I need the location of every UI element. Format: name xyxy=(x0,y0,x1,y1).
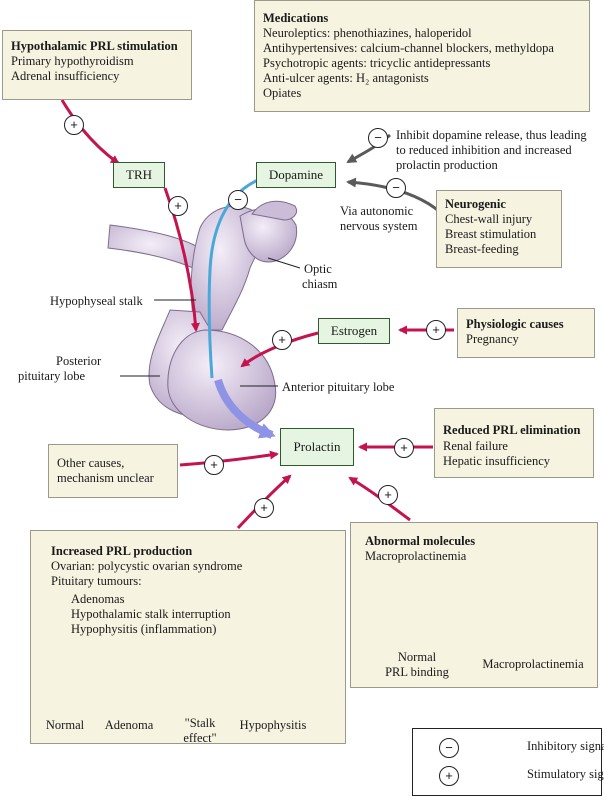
posterior-lobe-label-2: pituitary lobe xyxy=(18,369,85,383)
dopamine-box: Dopamine xyxy=(256,162,336,188)
legend-minus-sign: − xyxy=(439,738,459,758)
medications-box: Medications Neuroleptics: phenothiazines… xyxy=(254,0,590,112)
medications-line-2: Antihypertensives: calcium-channel block… xyxy=(263,41,554,55)
inhibit-note-line-1: Inhibit dopamine release, thus leading xyxy=(396,128,587,142)
caption-adenoma: Adenoma xyxy=(104,718,154,732)
abnormal-line-1: Macroprolactinemia xyxy=(365,549,467,563)
physiologic-title: Physiologic causes xyxy=(466,317,564,331)
reduced-elim-line-2: Hepatic insufficiency xyxy=(443,454,551,468)
optic-chiasm-label-2: chiasm xyxy=(302,277,338,291)
caption-normal: Normal xyxy=(45,718,85,732)
pituitary-anatomy xyxy=(107,200,298,431)
neurogenic-box: Neurogenic Chest-wall injury Breast stim… xyxy=(436,190,562,268)
neurogenic-line-2: Breast stimulation xyxy=(445,227,537,241)
neurogenic-line-1: Chest-wall injury xyxy=(445,212,533,226)
normal-binding-caption-2: PRL binding xyxy=(385,665,449,679)
plus-sign-estrogen: + xyxy=(272,330,292,350)
other-causes-line-1: Other causes, xyxy=(57,456,125,470)
reduced-elim-line-1: Renal failure xyxy=(443,439,508,453)
plus-sign-other-causes: + xyxy=(204,455,224,475)
legend: − Inhibitory signal + Stimulatory signal xyxy=(412,728,604,796)
plus-sign-hypothalamic: + xyxy=(64,115,84,135)
normal-binding-caption-1: Normal xyxy=(397,650,437,664)
increased-prod-line-2: Pituitary tumours: xyxy=(51,574,142,588)
minus-sign-dopamine: − xyxy=(228,190,248,210)
hypothalamic-title: Hypothalamic PRL stimulation xyxy=(11,39,178,53)
macroprolactinemia-caption: Macroprolactinemia xyxy=(482,657,584,671)
medications-line-5: Opiates xyxy=(263,86,302,100)
abnormal-title: Abnormal molecules xyxy=(365,534,476,548)
increased-prod-box: Increased PRL production Ovarian: polycy… xyxy=(30,530,346,745)
increased-prod-sub-2: Hypothalamic stalk interruption xyxy=(71,607,231,621)
physiologic-line-1: Pregnancy xyxy=(466,332,519,346)
optic-chiasm-label-1: Optic xyxy=(304,262,332,276)
autonomic-line-1: Via autonomic xyxy=(340,204,414,218)
abnormal-molecules-box: Abnormal molecules Macroprolactinemia No… xyxy=(350,522,598,688)
minus-sign-medications: − xyxy=(368,128,388,148)
medications-line-4: Anti-ulcer agents: H₂ antagonists xyxy=(263,71,429,85)
plus-sign-abnormal: + xyxy=(378,485,398,505)
increased-prod-line-1: Ovarian: polycystic ovarian syndrome xyxy=(51,559,243,573)
legend-inhibitory: Inhibitory signal xyxy=(527,739,604,753)
estrogen-box: Estrogen xyxy=(318,318,390,344)
posterior-lobe-label-1: Posterior xyxy=(56,354,102,368)
increased-prod-sub-1: Adenomas xyxy=(71,592,125,606)
minus-sign-neurogenic: − xyxy=(386,178,406,198)
hypophyseal-stalk-label: Hypophyseal stalk xyxy=(50,294,143,308)
caption-stalk-effect: "Stalk effect" xyxy=(183,716,217,745)
medications-title: Medications xyxy=(263,11,329,25)
medications-line-1: Neuroleptics: phenothiazines, haloperido… xyxy=(263,26,472,40)
legend-stimulatory: Stimulatory signal xyxy=(527,767,604,781)
medications-line-3: Psychotropic agents: tricyclic antidepre… xyxy=(263,56,491,70)
hypothalamic-box: Hypothalamic PRL stimulation Primary hyp… xyxy=(2,30,192,100)
inhibit-note-line-3: prolactin production xyxy=(396,158,498,172)
plus-sign-physiologic: + xyxy=(426,320,446,340)
plus-sign-increased-prod: + xyxy=(254,498,274,518)
hypothalamic-line-2: Adrenal insufficiency xyxy=(11,69,120,83)
legend-plus-sign: + xyxy=(439,766,459,786)
plus-sign-reduced-elim: + xyxy=(394,438,414,458)
other-causes-line-2: mechanism unclear xyxy=(57,471,154,485)
other-causes-box: Other causes, mechanism unclear xyxy=(48,444,178,498)
autonomic-line-2: nervous system xyxy=(340,219,418,233)
physiologic-box: Physiologic causes Pregnancy xyxy=(457,308,595,358)
neurogenic-title: Neurogenic xyxy=(445,197,506,211)
increased-prod-title: Increased PRL production xyxy=(51,544,193,558)
prolactin-box: Prolactin xyxy=(280,428,354,466)
neurogenic-line-3: Breast-feeding xyxy=(445,242,519,256)
trh-box: TRH xyxy=(113,162,165,188)
increased-prod-sub-3: Hypophysitis (inflammation) xyxy=(71,622,217,636)
reduced-elim-box: Reduced PRL elimination Renal failure He… xyxy=(434,408,594,478)
caption-hypophysitis: Hypophysitis xyxy=(239,718,307,732)
hypothalamic-line-1: Primary hypothyroidism xyxy=(11,54,134,68)
anterior-lobe-label: Anterior pituitary lobe xyxy=(282,380,395,394)
plus-sign-trh: + xyxy=(168,196,188,216)
reduced-elim-title: Reduced PRL elimination xyxy=(443,423,581,437)
inhibit-note-line-2: to reduced inhibition and increased xyxy=(396,143,572,157)
